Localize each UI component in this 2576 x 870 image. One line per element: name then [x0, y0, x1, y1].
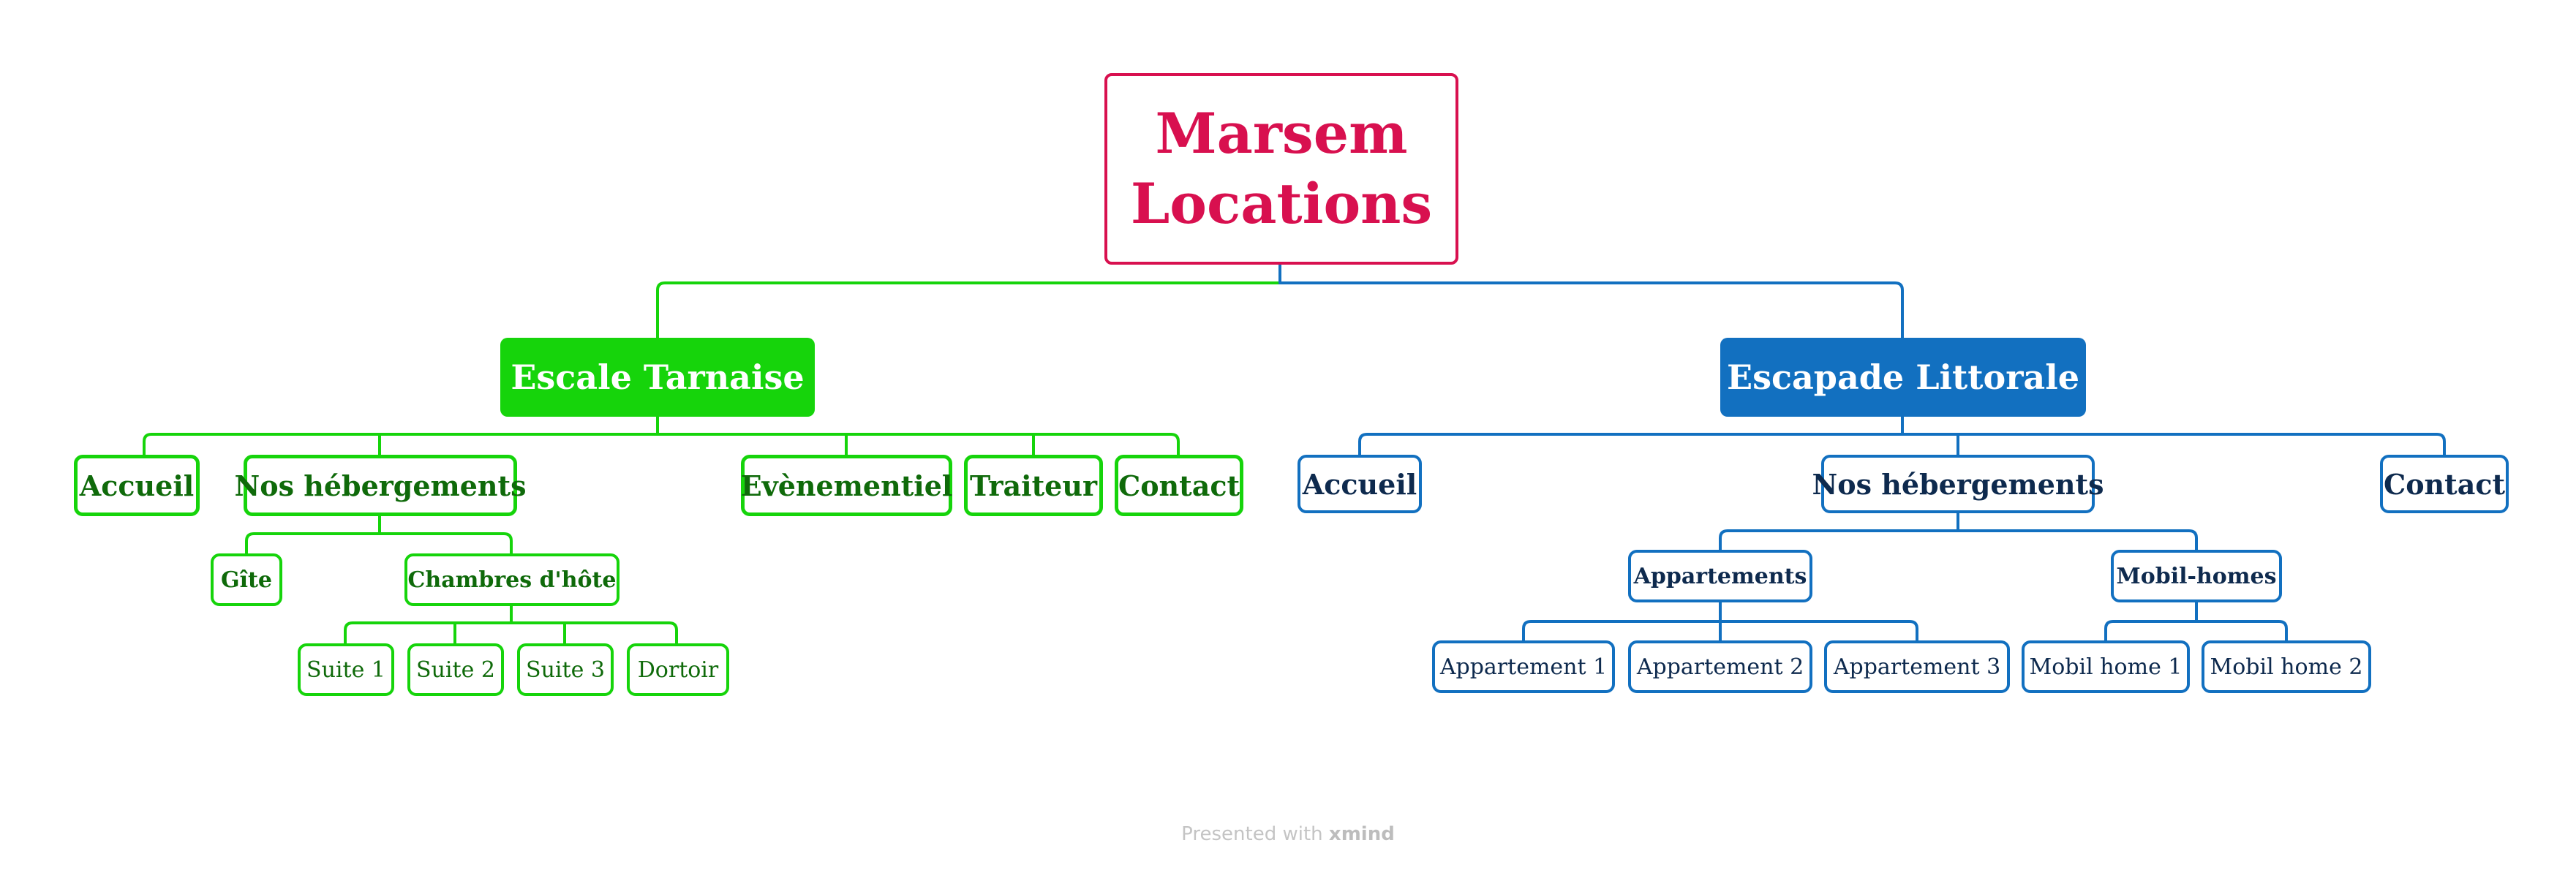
topic-right-accueil[interactable]: Accueil [1298, 455, 1422, 513]
connector-line-22 [2104, 620, 2288, 640]
topic-mobil-homes[interactable]: Mobil-homes [2111, 550, 2282, 602]
topic-left-nos-hebergements[interactable]: Nos hébergements [235, 455, 527, 516]
topic-suite-2[interactable]: Suite 2 [407, 643, 504, 696]
topic-escapade-littorale[interactable]: Escapade Littorale [1720, 338, 2086, 417]
xmind-logo: xmind [1328, 823, 1395, 845]
topic-left-contact[interactable]: Contact [1115, 455, 1243, 516]
topic-appartement-1[interactable]: Appartement 1 [1432, 640, 1615, 693]
connector-line-3 [143, 433, 1180, 455]
root-topic[interactable]: Marsem Locations [1104, 73, 1458, 265]
topic-left-accueil[interactable]: Accueil [74, 455, 200, 516]
connector-line-8 [245, 532, 513, 553]
footer-credit: Presented with xmind [0, 823, 2576, 845]
connector-line-10 [344, 621, 678, 643]
connector-line-17 [1719, 529, 2198, 550]
topic-mobil-home-1[interactable]: Mobil home 1 [2022, 640, 2190, 693]
connector-line-0 [656, 265, 1281, 338]
topic-suite-3[interactable]: Suite 3 [517, 643, 614, 696]
topic-escale-tarnaise[interactable]: Escale Tarnaise [500, 338, 815, 417]
topic-appartement-2[interactable]: Appartement 2 [1628, 640, 1812, 693]
topic-gite[interactable]: Gîte [211, 553, 282, 606]
topic-evenementiel[interactable]: Evènementiel [741, 455, 952, 516]
topic-suite-1[interactable]: Suite 1 [298, 643, 394, 696]
connector-line-1 [1278, 265, 1904, 338]
topic-dortoir[interactable]: Dortoir [627, 643, 729, 696]
footer-prefix: Presented with [1181, 823, 1323, 845]
topic-appartement-3[interactable]: Appartement 3 [1824, 640, 2010, 693]
topic-appartements[interactable]: Appartements [1628, 550, 1812, 602]
topic-right-nos-hebergements[interactable]: Nos hébergements [1812, 455, 2104, 513]
topic-mobil-home-2[interactable]: Mobil home 2 [2202, 640, 2371, 693]
topic-right-contact[interactable]: Contact [2380, 455, 2509, 513]
topic-traiteur[interactable]: Traiteur [964, 455, 1103, 516]
connector-line-14 [1358, 433, 2446, 455]
topic-chambres-d-hote[interactable]: Chambres d'hôte [404, 553, 619, 606]
